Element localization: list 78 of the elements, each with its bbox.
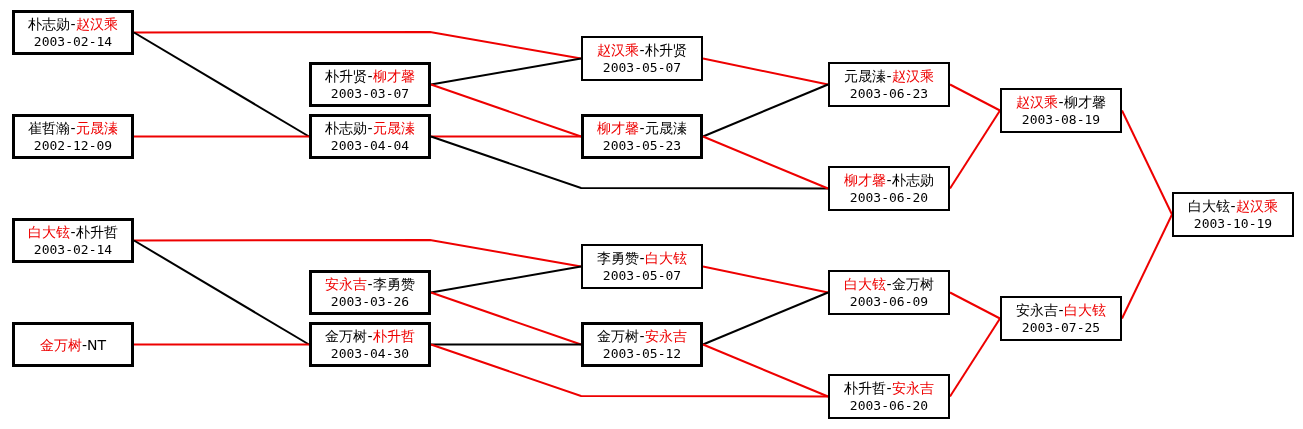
bracket-line	[430, 265, 582, 294]
match-box	[828, 166, 950, 211]
match-box	[309, 62, 431, 107]
match-box	[12, 10, 134, 55]
match-players: 朴升贤-柳才馨	[325, 67, 415, 85]
match-date: 2003-08-19	[1021, 111, 1101, 128]
bracket-line	[702, 83, 829, 138]
match-box	[1000, 88, 1122, 133]
bracket-line	[1121, 213, 1173, 320]
match-date: 2003-05-23	[602, 137, 682, 154]
match-players: 崔哲瀚-元晟溱	[28, 119, 118, 137]
match-box	[12, 114, 134, 159]
bracket-line	[702, 135, 829, 190]
match-date: 2003-07-25	[1021, 319, 1101, 336]
match-box	[581, 244, 703, 289]
match-date: 2003-10-19	[1193, 215, 1273, 232]
match-players: 安永吉-李勇赞	[325, 275, 415, 293]
bracket-line	[702, 343, 829, 398]
match-box	[309, 322, 431, 367]
match-date: 2003-05-07	[602, 267, 682, 284]
match-players: 元晟溱-赵汉乘	[844, 67, 934, 85]
bracket-line	[949, 83, 1001, 112]
match-date: 2003-06-20	[849, 397, 929, 414]
bracket-line	[702, 291, 829, 346]
bracket-line	[133, 239, 310, 346]
match-players: 赵汉乘-柳才馨	[1016, 93, 1106, 111]
match-box	[581, 322, 703, 367]
match-box	[581, 36, 703, 81]
match-date: 2003-05-07	[602, 59, 682, 76]
match-box	[828, 62, 950, 107]
match-date: 2002-12-09	[33, 137, 113, 154]
match-players: 安永吉-白大铉	[1016, 301, 1106, 319]
match-date: 2003-02-14	[33, 241, 113, 258]
match-players: 柳才馨-元晟溱	[597, 119, 687, 137]
bracket-line	[430, 57, 582, 86]
bracket-line	[133, 239, 582, 268]
match-players: 李勇赞-白大铉	[597, 249, 687, 267]
match-date: 2003-03-26	[330, 293, 410, 310]
bracket-line	[702, 265, 829, 294]
match-date: 2003-06-23	[849, 85, 929, 102]
bracket-line	[949, 291, 1001, 320]
match-box	[309, 270, 431, 315]
match-date: 2003-06-20	[849, 189, 929, 206]
match-box	[828, 270, 950, 315]
match-players: 柳才馨-朴志勋	[844, 171, 934, 189]
match-box	[828, 374, 950, 419]
match-players: 白大铉-金万树	[844, 275, 934, 293]
match-players: 金万树-安永吉	[597, 327, 687, 345]
bracket-line	[949, 317, 1001, 398]
match-box	[12, 322, 134, 367]
bracket-line	[133, 31, 310, 138]
match-date: 2003-04-30	[330, 345, 410, 362]
match-box	[1000, 296, 1122, 341]
match-players: 金万树-朴升哲	[325, 327, 415, 345]
match-date: 2003-02-14	[33, 33, 113, 50]
match-box	[1172, 192, 1294, 237]
bracket-line	[702, 57, 829, 86]
match-players: 朴志勋-元晟溱	[325, 119, 415, 137]
match-players: 金万树-NT	[39, 335, 107, 354]
bracket-line	[430, 83, 582, 138]
match-box	[12, 218, 134, 263]
bracket-line	[1121, 109, 1173, 216]
match-players: 赵汉乘-朴升贤	[597, 41, 687, 59]
match-players: 朴志勋-赵汉乘	[28, 15, 118, 33]
bracket-line	[430, 291, 582, 346]
match-box	[309, 114, 431, 159]
match-date: 2003-06-09	[849, 293, 929, 310]
match-players: 朴升哲-安永吉	[844, 379, 934, 397]
match-box	[581, 114, 703, 159]
bracket-line	[133, 135, 310, 138]
bracket-line	[949, 109, 1001, 190]
match-players: 白大铉-赵汉乘	[1188, 197, 1278, 215]
match-date: 2003-03-07	[330, 85, 410, 102]
bracket-line	[133, 343, 310, 346]
bracket-line	[133, 31, 582, 60]
match-players: 白大铉-朴升哲	[28, 223, 118, 241]
match-date: 2003-04-04	[330, 137, 410, 154]
match-date: 2003-05-12	[602, 345, 682, 362]
